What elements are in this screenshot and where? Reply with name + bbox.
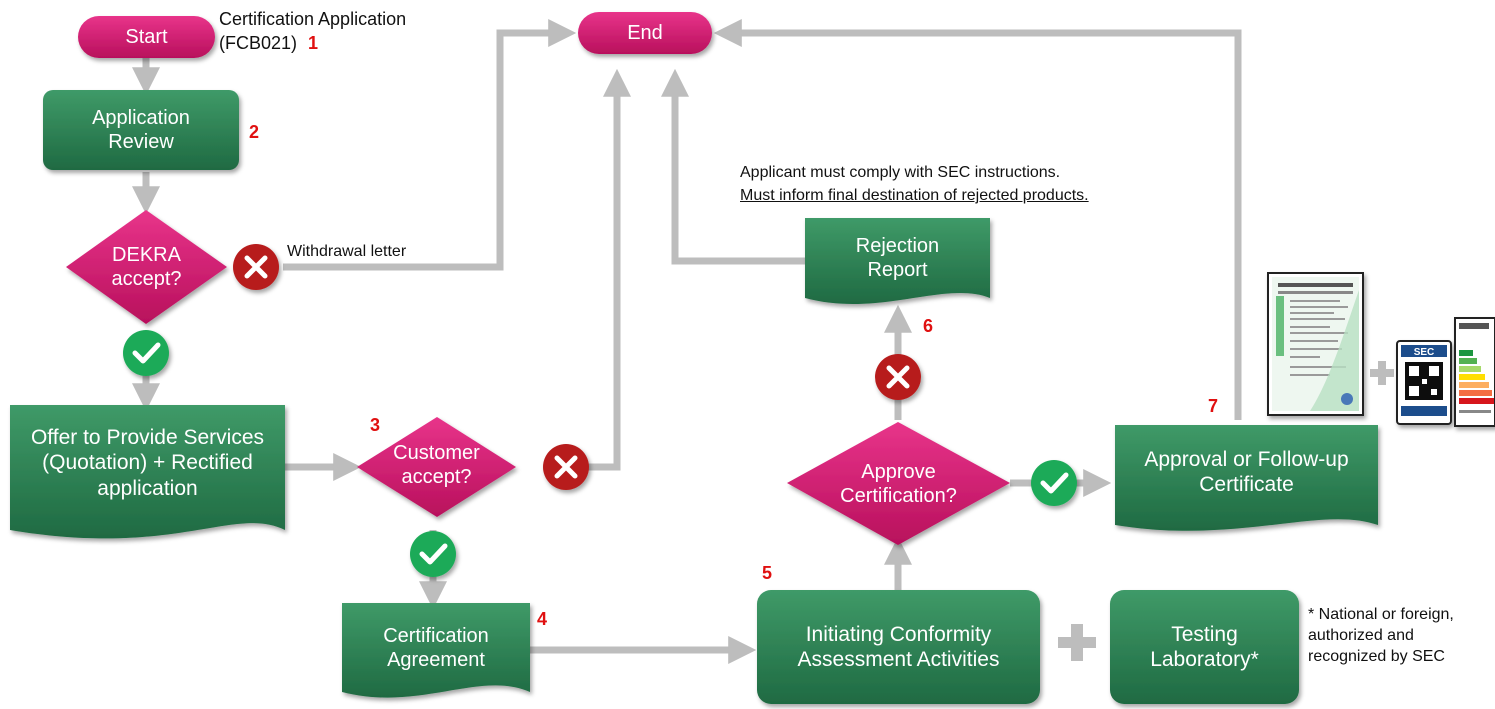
plus-icon (1058, 624, 1096, 661)
application-review-box (43, 90, 239, 170)
step-number-3: 3 (370, 415, 381, 435)
svg-text:SEC: SEC (1414, 347, 1435, 358)
withdrawal-letter-text: Withdrawal letter (287, 243, 407, 260)
arrow-customer-to-end (585, 68, 631, 471)
check-circle-icon (410, 531, 456, 577)
step-number-1: 1 (308, 33, 319, 53)
check-circle-icon (1031, 460, 1077, 506)
arrow-rejection-to-end (661, 68, 805, 265)
offer-document-box (10, 405, 285, 539)
inform-note-text: Must inform final destination of rejecte… (740, 187, 1089, 204)
comply-note-text: Applicant must comply with SEC instructi… (740, 164, 1061, 181)
start-terminal (78, 16, 215, 58)
step-number-6: 6 (923, 316, 934, 336)
end-terminal (578, 12, 712, 54)
step-number-4: 4 (537, 609, 548, 629)
approval-certificate-box (1115, 425, 1378, 531)
x-circle-icon (875, 354, 921, 400)
x-circle-icon (233, 244, 279, 290)
plus-icon (1370, 361, 1394, 385)
check-circle-icon (123, 330, 169, 376)
initiating-box (757, 590, 1040, 704)
certification-application-text: Certification Application (219, 9, 407, 29)
x-circle-icon (543, 444, 589, 490)
lab-note-text: * National or foreign, authorized and re… (1308, 606, 1454, 665)
approve-certification-decision (787, 422, 1010, 545)
certificate-document-icon (1267, 272, 1364, 416)
step-number-2: 2 (249, 122, 260, 142)
customer-accept-decision (357, 417, 516, 517)
energy-label-icon (1454, 317, 1495, 427)
fcb021-text: (FCB021) (219, 33, 298, 53)
step-number-5: 5 (762, 563, 773, 583)
testing-laboratory-box (1110, 590, 1299, 704)
sec-qr-label-icon: SEC (1396, 340, 1452, 425)
rejection-document-box (805, 218, 990, 304)
dekra-accept-decision (66, 210, 227, 324)
connectors (132, 18, 1242, 664)
step-number-7: 7 (1208, 396, 1219, 416)
arrow-certificate-to-end (713, 18, 1242, 420)
arrow-dekra-to-end (283, 19, 577, 271)
agreement-document-box (342, 603, 530, 698)
